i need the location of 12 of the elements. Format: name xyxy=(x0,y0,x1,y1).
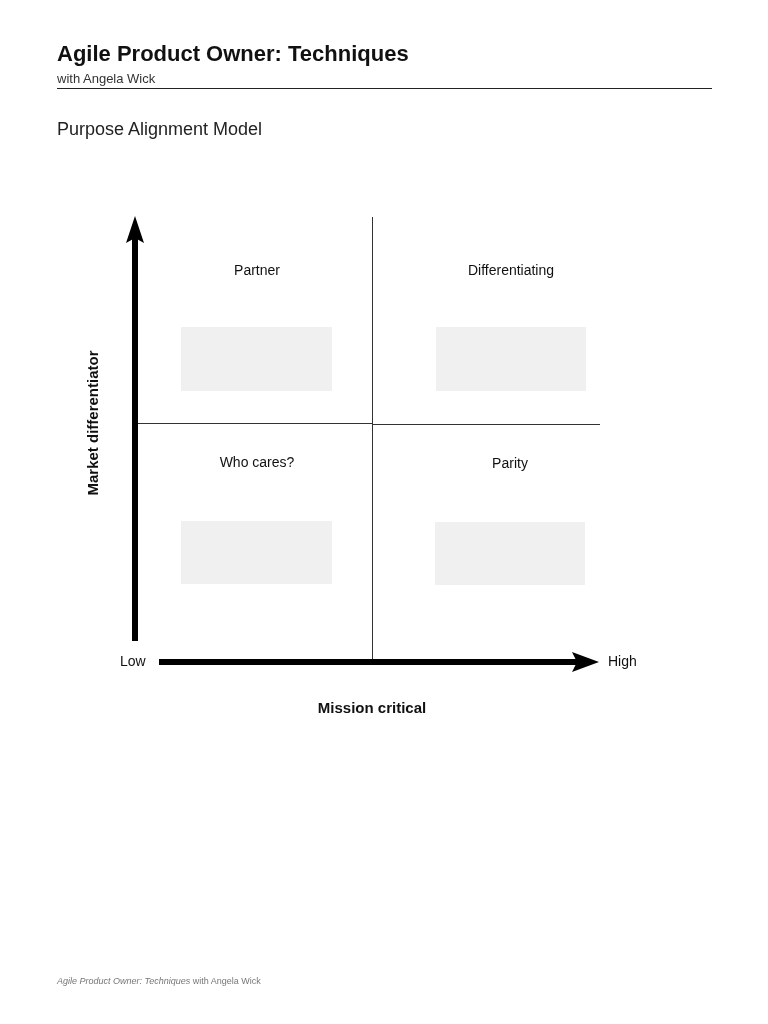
axis-end-label: High xyxy=(608,653,637,670)
section-heading: Purpose Alignment Model xyxy=(57,118,263,140)
quadrant-title: Parity xyxy=(492,455,528,472)
axis-end-label: Low xyxy=(120,653,146,670)
quadrant-title: Differentiating xyxy=(467,262,555,279)
footer-text: Agile Product Owner: Techniques with Angela Wick xyxy=(57,976,261,987)
axis-title: Market differentiator xyxy=(84,350,102,496)
axis-title: Mission critical xyxy=(317,699,427,717)
page-title: Agile Product Owner: Techniques xyxy=(57,41,409,67)
quadrant-title: Partner xyxy=(234,262,280,279)
subtitle: with Angela Wick xyxy=(57,71,156,86)
quadrant-title: Who cares? xyxy=(219,454,295,471)
